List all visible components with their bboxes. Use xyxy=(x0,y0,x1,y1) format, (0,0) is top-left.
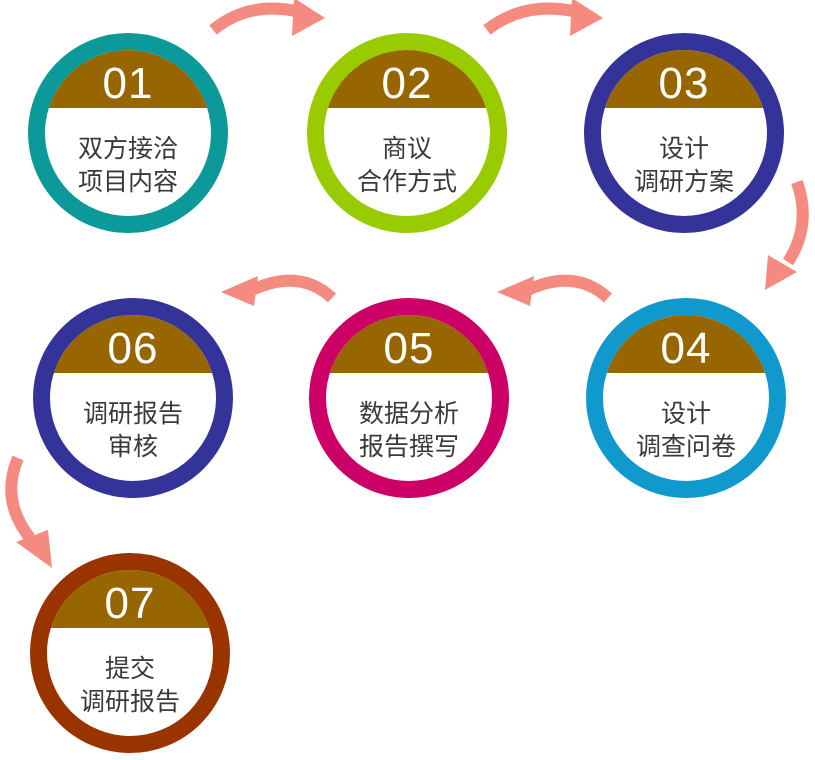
step-label: 调研报告 审核 xyxy=(50,397,216,463)
step-label: 设计 调查问卷 xyxy=(603,397,769,463)
step-03: 03 设计 调研方案 xyxy=(584,33,784,233)
step-number-band: 05 xyxy=(326,315,492,373)
step-label: 双方接洽 项目内容 xyxy=(45,132,211,198)
step-number-band: 04 xyxy=(603,315,769,373)
step-01: 01 双方接洽 项目内容 xyxy=(28,33,228,233)
step-label-line2: 合作方式 xyxy=(356,167,457,196)
step-label-line2: 审核 xyxy=(107,432,158,461)
step-number-band: 06 xyxy=(50,315,216,373)
step-number: 06 xyxy=(107,324,159,373)
arrow-03-04-head xyxy=(765,255,797,290)
step-number: 07 xyxy=(104,579,156,628)
step-label-line2: 调研报告 xyxy=(79,687,180,716)
step-06: 06 调研报告 审核 xyxy=(33,298,233,498)
step-number: 02 xyxy=(381,59,433,108)
step-number: 03 xyxy=(658,59,710,108)
step-label: 商议 合作方式 xyxy=(324,132,490,198)
arrow-05-06-head xyxy=(221,276,258,306)
step-number: 01 xyxy=(102,59,154,108)
arrow-01-02-head xyxy=(292,0,325,36)
step-label: 数据分析 报告撰写 xyxy=(326,397,492,463)
arrow-06-07-head xyxy=(16,530,52,568)
step-04: 04 设计 调查问卷 xyxy=(586,298,786,498)
step-label-line2: 报告撰写 xyxy=(358,432,459,461)
arrow-01-02 xyxy=(209,2,302,35)
step-number-band: 03 xyxy=(601,50,767,108)
step-number-band: 07 xyxy=(47,570,213,628)
step-label-line1: 调研报告 xyxy=(82,399,183,428)
arrow-04-05 xyxy=(525,274,613,303)
step-label: 设计 调研方案 xyxy=(601,132,767,198)
step-label-line2: 项目内容 xyxy=(77,167,178,196)
arrow-03-04 xyxy=(782,180,809,266)
step-number: 05 xyxy=(383,324,435,373)
step-07: 07 提交 调研报告 xyxy=(30,553,230,753)
step-label-line1: 商议 xyxy=(381,134,432,163)
arrow-06-07 xyxy=(5,455,35,542)
step-02: 02 商议 合作方式 xyxy=(307,33,507,233)
arrow-02-03-head xyxy=(570,0,603,36)
step-number: 04 xyxy=(660,324,712,373)
arrow-02-03 xyxy=(483,2,580,35)
step-label-line1: 提交 xyxy=(104,654,155,683)
arrow-04-05-head xyxy=(497,276,534,306)
step-number-band: 02 xyxy=(324,50,490,108)
step-label-line2: 调研方案 xyxy=(633,167,734,196)
step-label-line1: 设计 xyxy=(658,134,709,163)
step-label-line1: 双方接洽 xyxy=(77,134,178,163)
step-05: 05 数据分析 报告撰写 xyxy=(309,298,509,498)
step-number-band: 01 xyxy=(45,50,211,108)
arrow-05-06 xyxy=(249,274,337,303)
step-label-line1: 设计 xyxy=(660,399,711,428)
step-label: 提交 调研报告 xyxy=(47,652,213,718)
step-label-line2: 调查问卷 xyxy=(635,432,736,461)
step-label-line1: 数据分析 xyxy=(358,399,459,428)
